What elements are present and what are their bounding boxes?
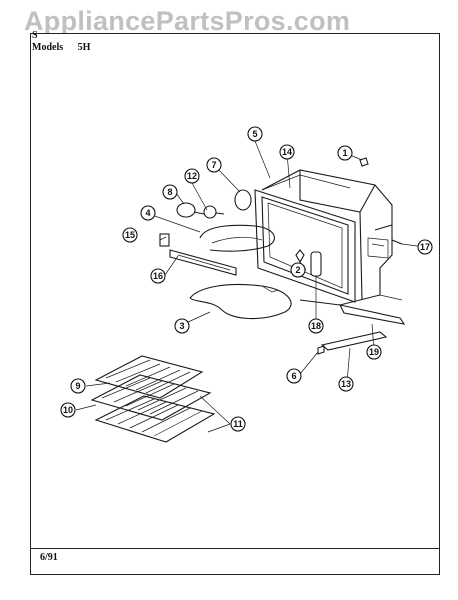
page-title: S (32, 30, 38, 41)
diagram-sheet (30, 33, 440, 575)
oven-cavity (261, 169, 393, 306)
svg-text:7: 7 (211, 160, 216, 170)
svg-text:16: 16 (153, 271, 163, 281)
svg-text:10: 10 (63, 405, 73, 415)
revision-date: 6/91 (40, 552, 58, 563)
bake-element (189, 283, 292, 320)
model-line: Models 5H (32, 42, 90, 53)
callout-2: 2 (290, 262, 306, 278)
callout-8: 8 (162, 184, 178, 200)
svg-text:18: 18 (311, 321, 321, 331)
svg-text:8: 8 (167, 187, 172, 197)
callout-7: 7 (206, 157, 222, 173)
trim-strip (169, 249, 237, 276)
svg-text:5: 5 (252, 129, 257, 139)
small-components (159, 157, 403, 355)
callout-1: 1 (337, 145, 353, 161)
callout-17: 17 (417, 239, 433, 255)
svg-text:19: 19 (369, 347, 379, 357)
svg-text:11: 11 (233, 419, 243, 429)
svg-text:2: 2 (295, 265, 300, 275)
broil-element (199, 224, 275, 252)
svg-text:3: 3 (179, 321, 184, 331)
front-frame (254, 174, 356, 303)
callout-10: 10 (60, 402, 76, 418)
footer-rule (30, 548, 440, 549)
callout-15: 15 (122, 227, 138, 243)
callout-18: 18 (308, 318, 324, 334)
oven-racks (90, 355, 216, 443)
callout-9: 9 (70, 378, 86, 394)
callout-14: 14 (279, 144, 295, 160)
svg-text:4: 4 (145, 208, 150, 218)
callout-5: 5 (247, 126, 263, 142)
svg-text:17: 17 (420, 242, 430, 252)
svg-text:14: 14 (282, 147, 292, 157)
callout-12: 12 (184, 168, 200, 184)
svg-text:9: 9 (75, 381, 80, 391)
callout-6: 6 (286, 368, 302, 384)
model-code: 5H (77, 42, 91, 53)
model-label: Models (32, 42, 64, 53)
svg-text:15: 15 (125, 230, 135, 240)
svg-text:6: 6 (291, 371, 296, 381)
callout-19: 19 (366, 344, 382, 360)
callout-11: 11 (230, 416, 246, 432)
bottom-strips (320, 294, 406, 351)
callout-3: 3 (174, 318, 190, 334)
svg-text:1: 1 (342, 148, 347, 158)
callout-4: 4 (140, 205, 156, 221)
svg-text:13: 13 (341, 379, 351, 389)
callout-13: 13 (338, 376, 354, 392)
svg-text:12: 12 (187, 171, 197, 181)
callout-16: 16 (150, 268, 166, 284)
watermark: AppliancePartsPros.com (24, 6, 351, 36)
